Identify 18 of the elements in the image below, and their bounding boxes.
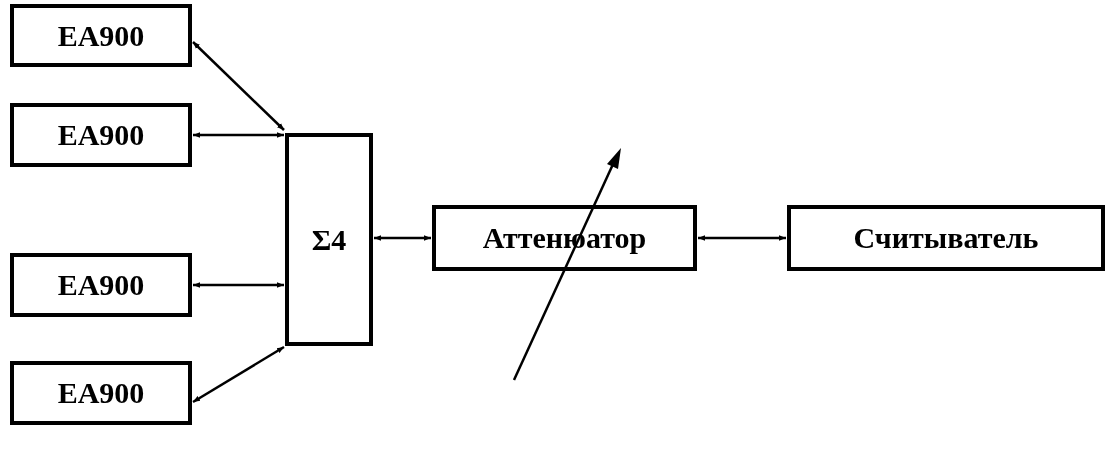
block-label: Считыватель [853, 223, 1039, 253]
double-arrow [192, 41, 285, 131]
block-box [10, 361, 192, 425]
double-arrow [193, 132, 284, 138]
block-box [10, 253, 192, 317]
block-label: EA900 [57, 120, 145, 150]
double-arrow [193, 282, 284, 288]
block-label: EA900 [57, 378, 145, 408]
block-box [10, 103, 192, 167]
double-arrow [192, 345, 285, 404]
double-arrow [374, 235, 431, 241]
block-label: EA900 [57, 270, 145, 300]
block-box [285, 133, 373, 346]
block-label: Σ4 [311, 224, 347, 255]
block-box [787, 205, 1105, 271]
block-box [10, 4, 192, 67]
block-label: EA900 [57, 20, 145, 51]
double-arrow [698, 235, 786, 241]
